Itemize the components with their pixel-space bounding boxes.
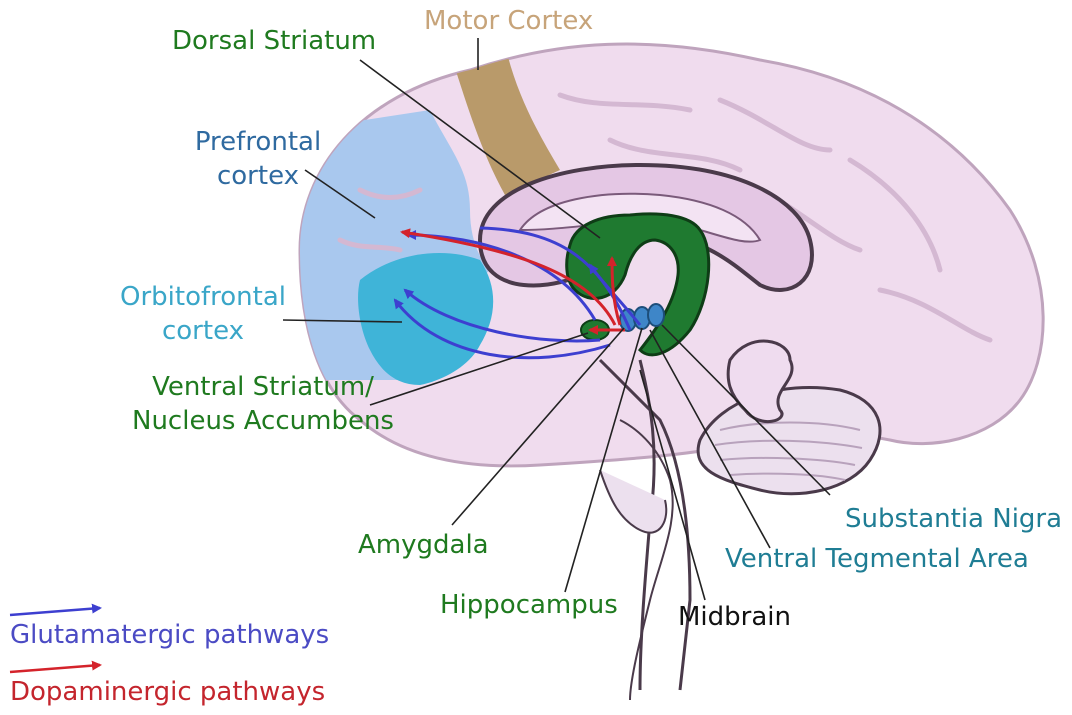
legend-dopaminergic-arrow [10,665,100,672]
legend-glutamatergic-label: Glutamatergic pathways [10,618,329,652]
legend-glutamatergic-arrow [10,608,100,615]
label-orbitofrontal-line1: Orbitofrontal [118,280,288,314]
label-substantia-nigra: Substantia Nigra [845,502,1062,536]
label-ventral-tegmental-area: Ventral Tegmental Area [725,542,1029,576]
label-motor-cortex: Motor Cortex [424,4,593,38]
label-ventral-striatum-line1: Ventral Striatum/ [118,370,408,404]
label-amygdala: Amygdala [358,528,489,562]
label-prefrontal-line1: Prefrontal [188,125,328,159]
label-prefrontal-cortex: Prefrontal cortex [188,125,328,193]
label-hippocampus: Hippocampus [440,588,618,622]
label-dorsal-striatum: Dorsal Striatum [172,24,376,58]
legend-dopaminergic-label: Dopaminergic pathways [10,675,325,709]
label-orbitofrontal-line2: cortex [118,314,288,348]
label-ventral-striatum: Ventral Striatum/ Nucleus Accumbens [118,370,408,438]
label-ventral-striatum-line2: Nucleus Accumbens [118,404,408,438]
label-orbitofrontal-cortex: Orbitofrontal cortex [118,280,288,348]
label-prefrontal-line2: cortex [188,159,328,193]
label-midbrain: Midbrain [678,600,791,634]
